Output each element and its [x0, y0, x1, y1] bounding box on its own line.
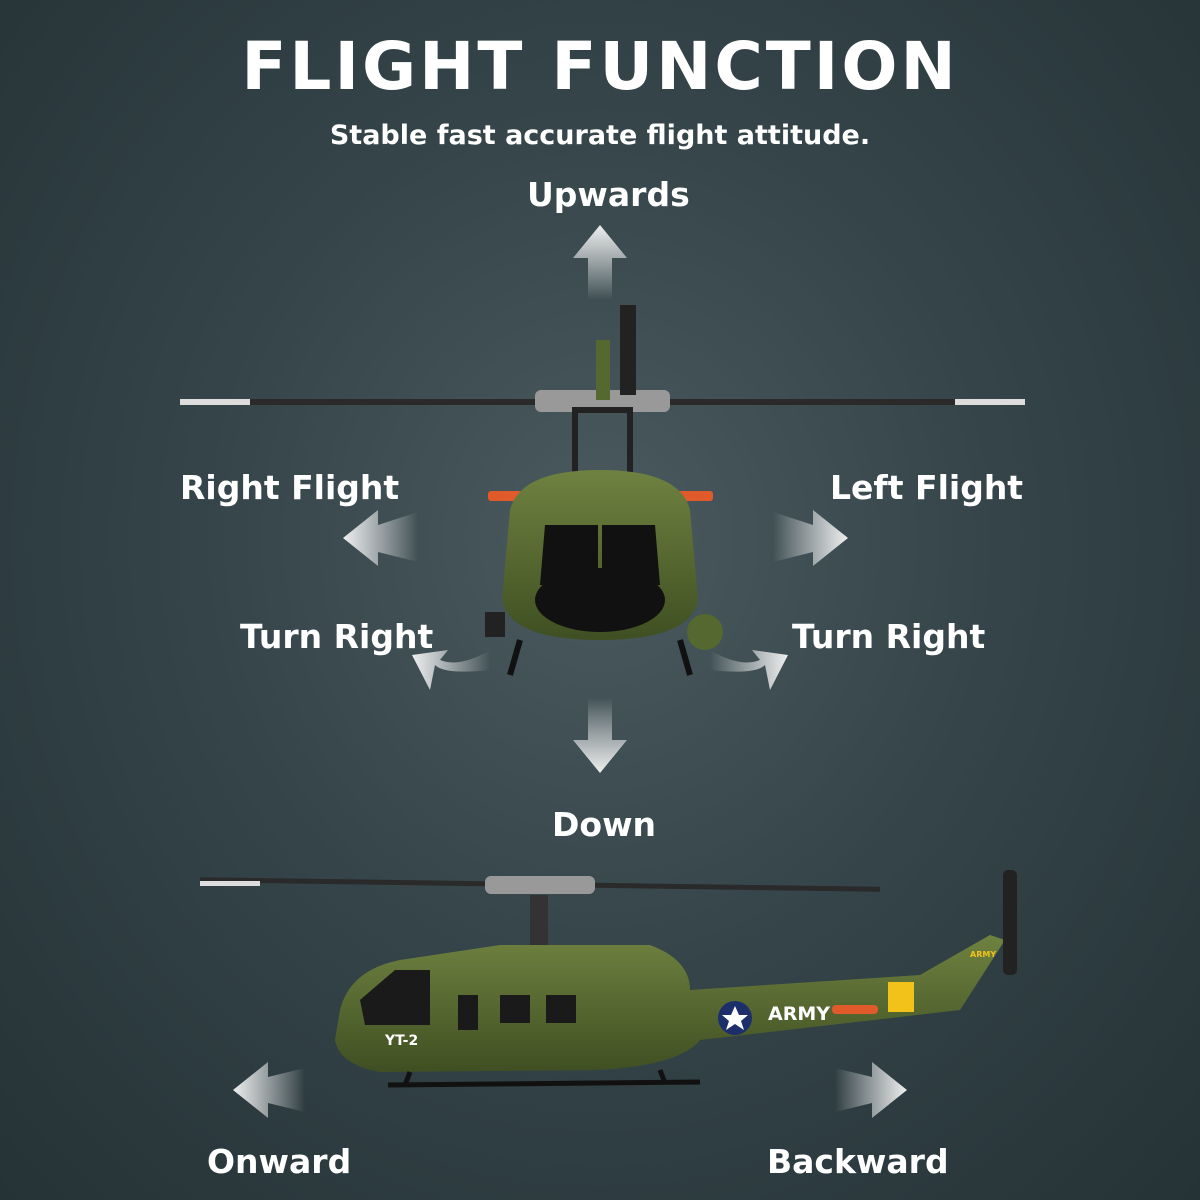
arrow-backward-icon: [835, 1062, 907, 1118]
page-subtitle: Stable fast accurate flight attitude.: [329, 120, 871, 151]
label-turn-right-right: Turn Right: [792, 617, 986, 656]
helicopter-front-view: [180, 305, 1025, 676]
label-turn-right-left: Turn Right: [240, 617, 434, 656]
label-backward: Backward: [767, 1142, 949, 1181]
label-right-flight: Right Flight: [180, 468, 400, 507]
label-down: Down: [552, 805, 657, 844]
tail-army-text: ARMY: [970, 950, 996, 959]
arrow-right-icon: [773, 510, 848, 566]
side-army-text: ARMY: [768, 1003, 830, 1025]
arrow-turn-right-icon: [710, 650, 788, 690]
label-onward: Onward: [207, 1142, 352, 1181]
arrow-left-icon: [343, 510, 418, 566]
helicopter-side-view: ARMY YT-2 ARMY: [200, 870, 1017, 1088]
arrow-down-icon: [573, 698, 627, 773]
arrow-turn-left-icon: [412, 650, 490, 690]
label-upwards: Upwards: [527, 175, 690, 214]
page-title: FLIGHT FUNCTION: [241, 28, 959, 105]
arrow-onward-icon: [233, 1062, 305, 1118]
label-left-flight: Left Flight: [830, 468, 1024, 507]
nose-code-text: YT-2: [384, 1033, 418, 1049]
arrow-up-icon: [573, 225, 627, 300]
